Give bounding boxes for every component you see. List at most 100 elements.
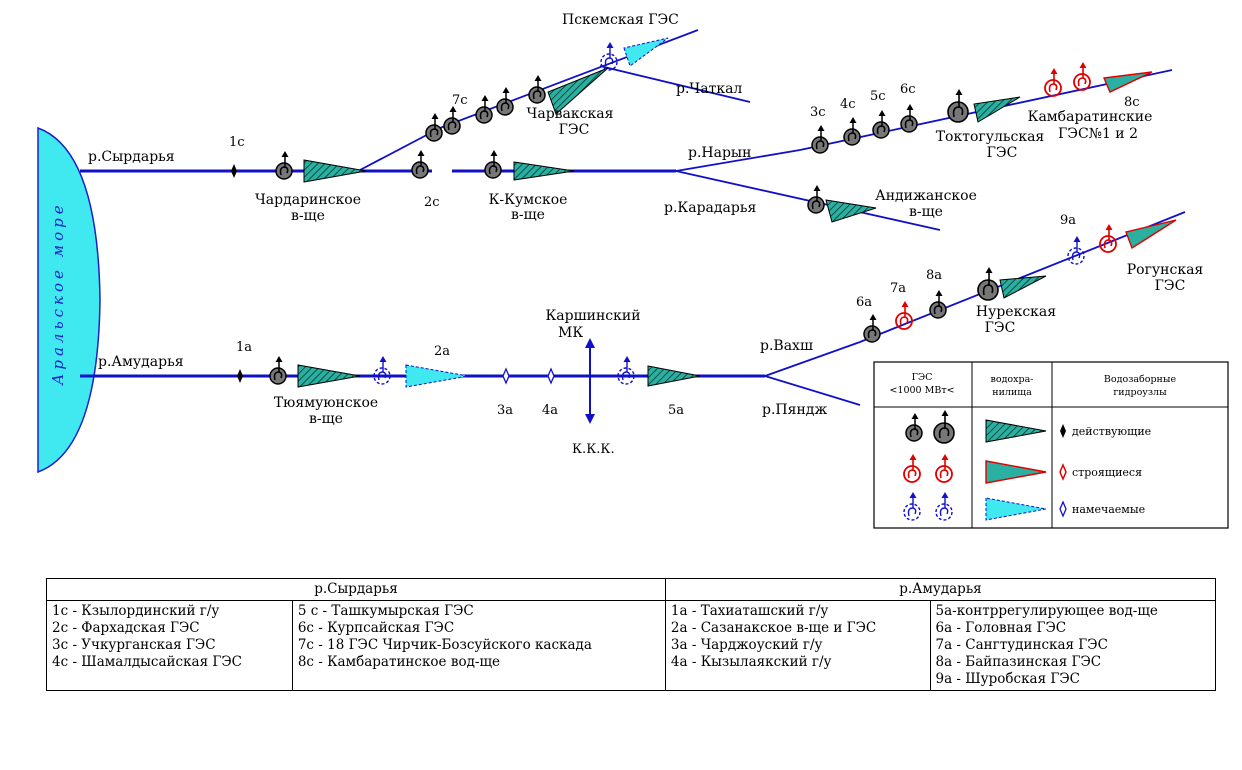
hpp-7c-4 <box>496 86 514 116</box>
code-9a: 9а <box>1060 213 1076 228</box>
reservoir-toktogul <box>973 96 1021 123</box>
table-item: 8а - Байпазинская ГЭС <box>935 654 1102 670</box>
hpp-nurek <box>977 266 999 301</box>
hpp-3c <box>811 124 829 154</box>
hpp-andizhan <box>807 184 825 214</box>
reservoir-pskem <box>623 37 669 67</box>
table-item: 7а - Сангтудинская ГЭС <box>935 637 1108 653</box>
intake-1a <box>237 369 243 383</box>
hpp-8a <box>929 289 947 319</box>
river-label-naryn: р.Нарын <box>688 145 751 161</box>
table-item: 4с - Шамалдысайская ГЭС <box>52 654 242 670</box>
reservoir-andizhan <box>825 199 877 223</box>
hpp-7c-2 <box>443 105 461 135</box>
river-label-syrdarya: р.Сырдарья <box>88 149 175 165</box>
table-item: 4а - Кызылаякский г/у <box>670 654 832 670</box>
reservoir-rogun <box>1125 219 1177 250</box>
code-5c: 5с <box>870 89 886 104</box>
hpp-4c <box>843 116 861 146</box>
river-label-amudarya: р.Амударья <box>98 354 184 370</box>
hpp-toktogul <box>947 88 969 123</box>
code-4c: 4с <box>840 97 856 112</box>
hpp-2c <box>411 149 429 179</box>
code-5a: 5а <box>668 403 684 418</box>
reservoir-kambarata <box>1102 71 1153 93</box>
label-pskem: Пскемская ГЭС <box>562 12 679 28</box>
table-item: 7с - 18 ГЭС Чирчик-Бозсуйского каскада <box>297 637 592 653</box>
table-item: 5 с - Ташкумырская ГЭС <box>297 603 474 619</box>
table-item: 6с - Курпсайская ГЭС <box>297 620 455 636</box>
hpp-kambarata-1 <box>1044 67 1062 97</box>
hpp-tuyamuyun <box>269 355 287 385</box>
table-header-amudarya: р.Амударья <box>664 578 1217 601</box>
water-scheme-diagram: Аральское море <box>37 12 1229 529</box>
code-2c: 2с <box>424 195 440 210</box>
reservoir-counter-regulating <box>647 365 701 387</box>
table-item: 9а - Шуробская ГЭС <box>935 671 1080 687</box>
river-label-pyandzh: р.Пяндж <box>762 402 827 418</box>
table-column-amudarya-1: 1а - Тахиаташский г/у 2а - Сазанакское в… <box>664 600 931 691</box>
legend-row-planned: намечаемые <box>1072 503 1145 516</box>
reservoir-kkumskoe <box>513 161 575 181</box>
code-6c: 6с <box>900 82 916 97</box>
table-item: 5а-контррегулирующее вод-ще <box>935 603 1158 619</box>
aral-sea <box>37 126 101 474</box>
hpp-kambarata-2 <box>1073 61 1091 91</box>
canal-arrow-up <box>585 338 595 348</box>
code-3c: 3с <box>810 105 826 120</box>
symbol-legend: ГЭС<1000 МВт< водохра-нилища Водозаборны… <box>873 361 1229 529</box>
aral-sea-label: Аральское море <box>49 201 67 386</box>
table-item: 2а - Сазанакское в-ще и ГЭС <box>670 620 877 636</box>
label-kkk: К.К.К. <box>572 442 615 457</box>
code-3a: 3а <box>497 403 513 418</box>
legend-reservoir-planned <box>985 497 1047 521</box>
hpp-6c <box>900 103 918 133</box>
reservoir-charvak <box>547 67 609 115</box>
hpp-5c <box>872 109 890 139</box>
code-2a: 2а <box>434 344 450 359</box>
table-item: 8с - Камбаратинское вод-ще <box>297 654 500 670</box>
table-column-syrdarya-2: 5 с - Ташкумырская ГЭС 6с - Курпсайская … <box>291 600 666 691</box>
hpp-rogun <box>1099 223 1117 253</box>
table-item: 6а - Головная ГЭС <box>935 620 1067 636</box>
legend-reservoir-construction <box>985 460 1047 484</box>
code-7c: 7с <box>452 93 468 108</box>
hpp-6a <box>863 313 881 343</box>
table-header-syrdarya: р.Сырдарья <box>46 578 666 601</box>
hpp-sazanak <box>373 355 391 385</box>
code-1c: 1с <box>229 135 245 150</box>
table-column-syrdarya-1: 1с - Кзылординский г/у 2с - Фархадская Г… <box>46 600 293 691</box>
table-item: 2с - Фархадская ГЭС <box>52 620 200 636</box>
legend-row-construction: строящиеся <box>1072 466 1142 479</box>
hpp-7c-3 <box>475 94 493 124</box>
hpp-kkumskoe <box>484 149 502 179</box>
intake-4a <box>547 368 555 384</box>
code-8c: 8с <box>1124 95 1140 110</box>
river-label-chatkal: р.Чаткал <box>676 81 742 97</box>
hpp-charvak <box>528 74 546 104</box>
hpp-9a <box>1067 235 1085 265</box>
table-item: 1а - Тахиаташский г/у <box>670 603 829 619</box>
code-6a: 6а <box>856 295 872 310</box>
table-column-amudarya-2: 5а-контррегулирующее вод-ще 6а - Головна… <box>929 600 1216 691</box>
code-7a: 7а <box>890 281 906 296</box>
intake-1c <box>231 164 237 178</box>
code-1a: 1а <box>236 340 252 355</box>
table-item: 3с - Учкурганская ГЭС <box>52 637 216 653</box>
river-label-vakhsh: р.Вахш <box>760 338 813 354</box>
legend-header-reservoir: водохра-нилища <box>991 374 1034 398</box>
code-labels: 1с 2с 3с 4с 5с 6с 7с 8с 1а 2а 3а 4а 5а 6… <box>229 82 1140 418</box>
reservoir-sazanak <box>405 364 469 388</box>
river-label-karadarya: р.Карадарья <box>664 200 756 216</box>
intake-3a <box>502 368 510 384</box>
object-key-table: р.Сырдарья р.Амударья 1с - Кзылординский… <box>46 578 1217 691</box>
reservoir-chardara <box>303 159 367 183</box>
